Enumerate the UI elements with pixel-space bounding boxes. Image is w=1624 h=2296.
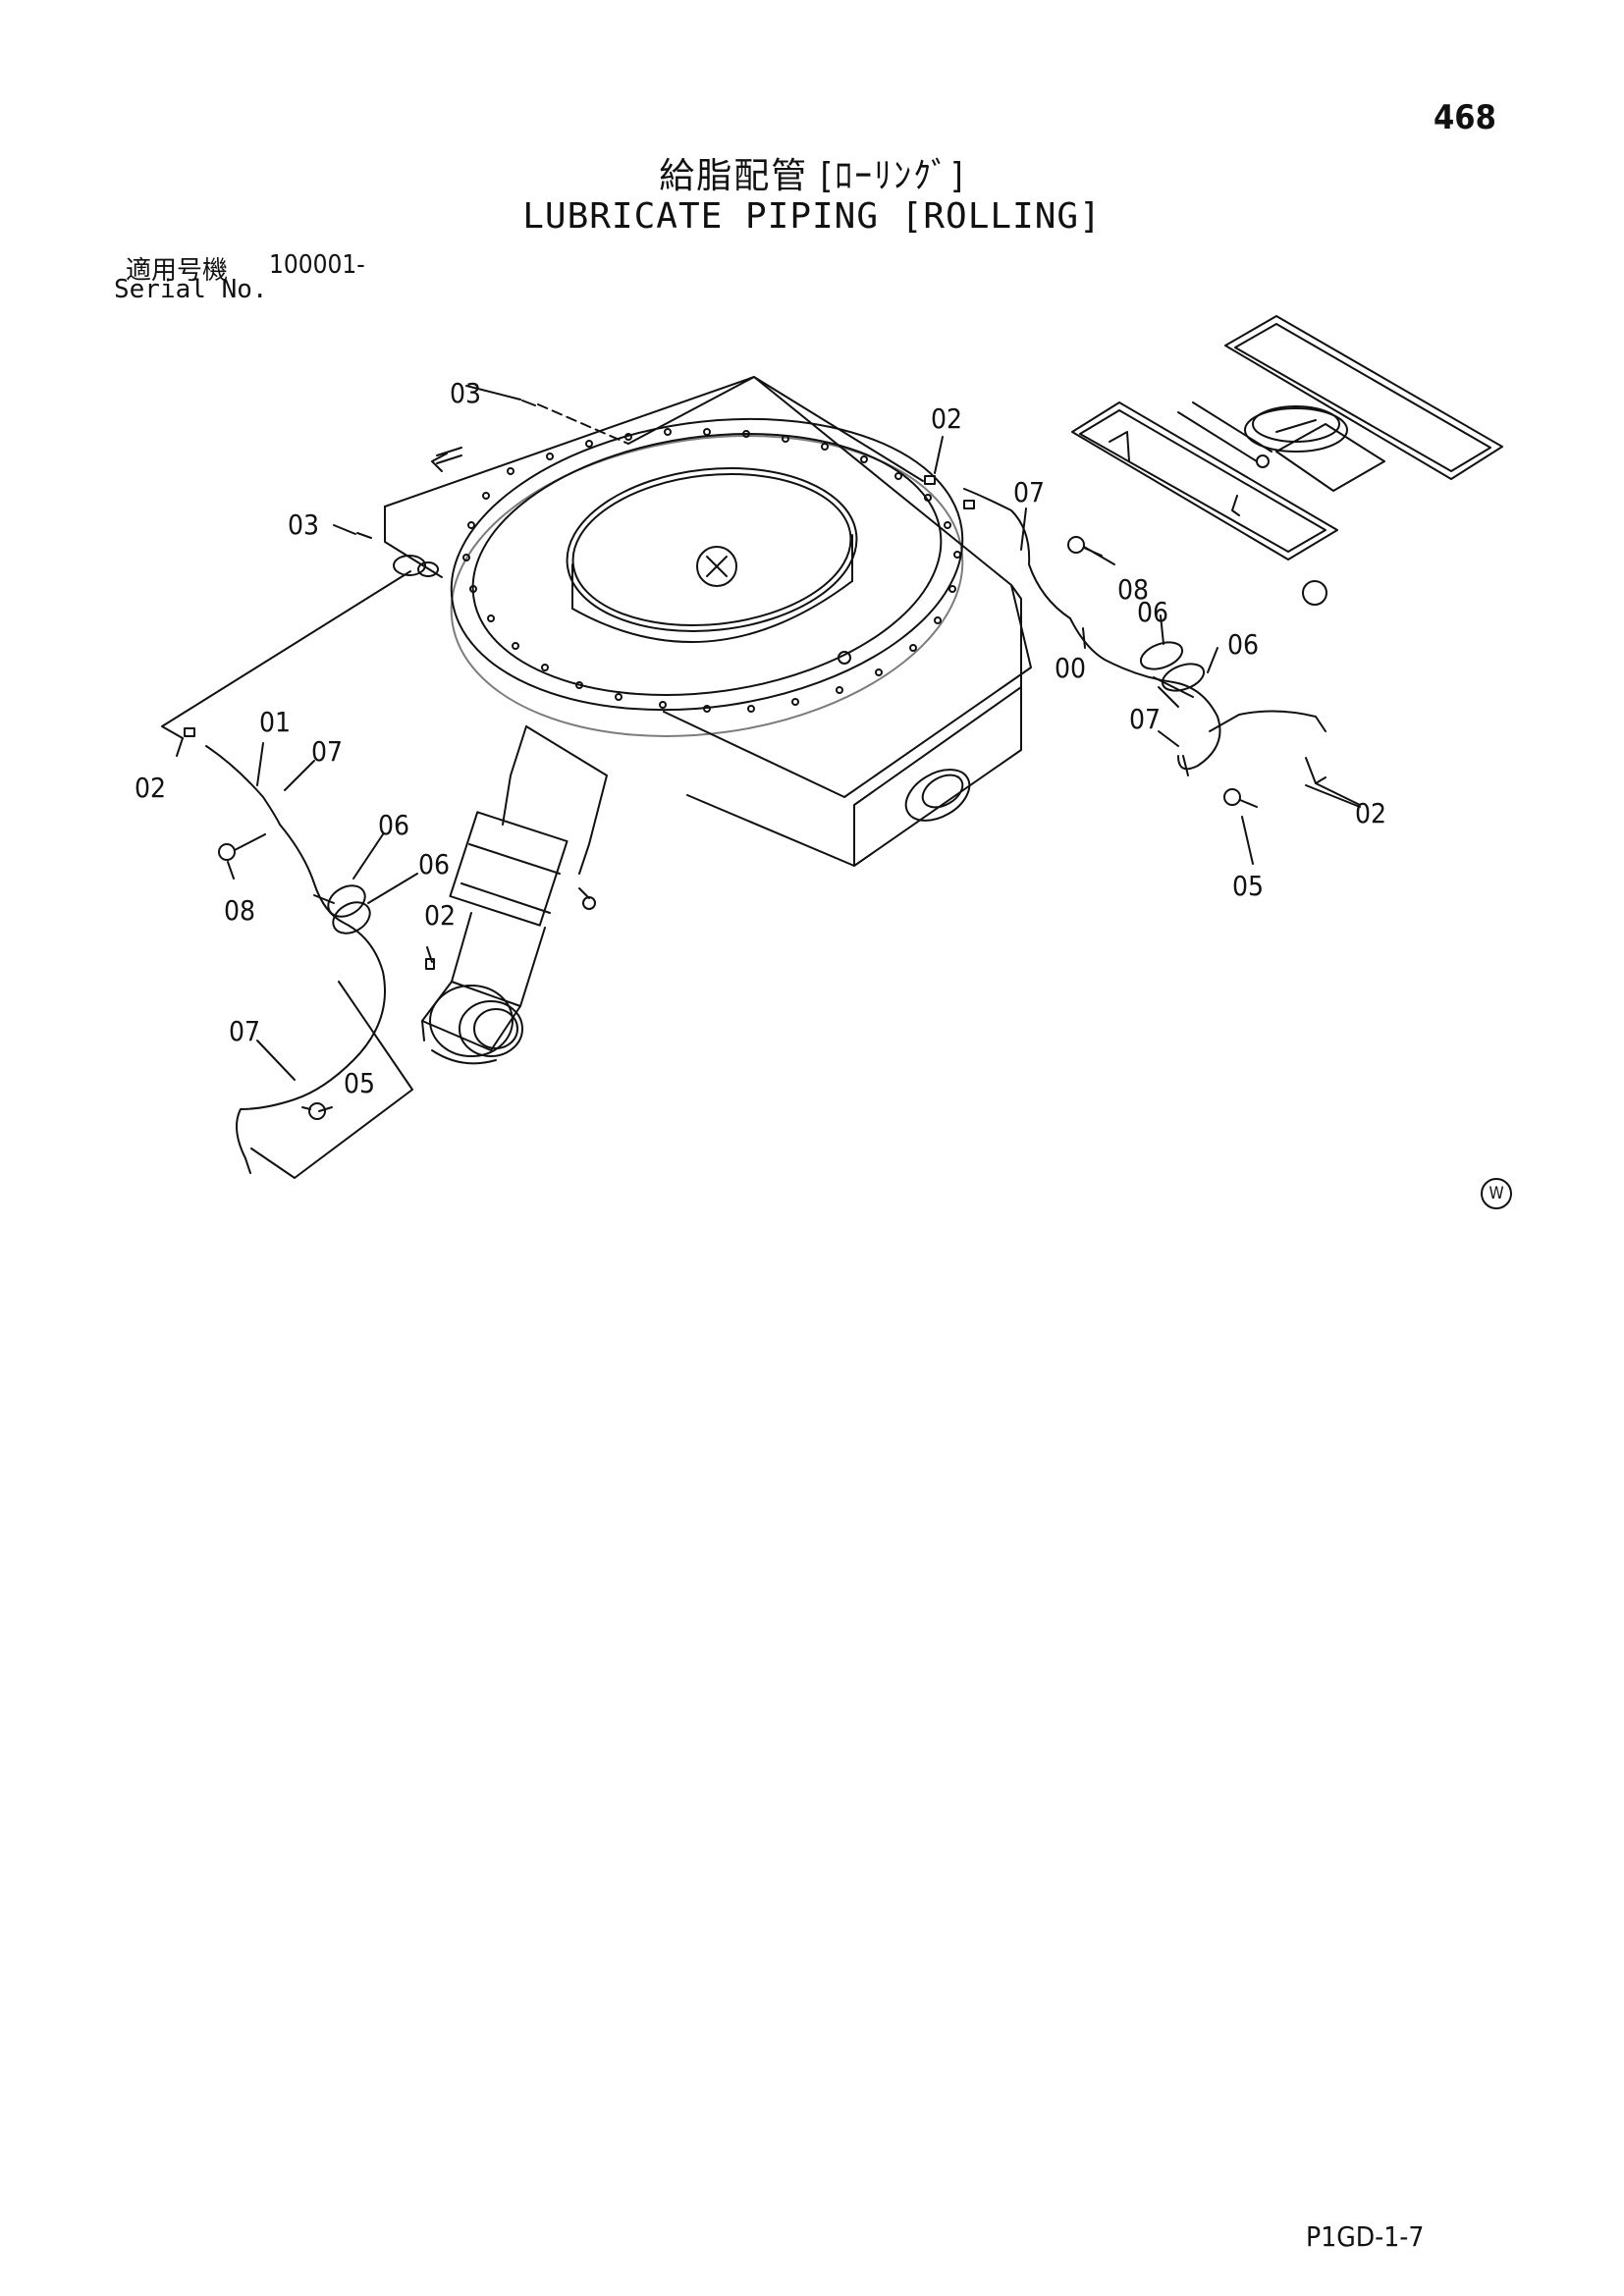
callout-label: 02 — [424, 899, 456, 932]
callout-label: 06 — [418, 848, 450, 881]
piping-and-leaders — [161, 376, 1361, 1179]
undercarriage-thumbnail — [1071, 315, 1503, 606]
callout-label: 02 — [1355, 797, 1386, 829]
callout-label: 06 — [1227, 628, 1259, 661]
callout-label: 06 — [1137, 596, 1168, 628]
callout-label: 05 — [1232, 870, 1264, 902]
ring-bolt-holes — [462, 428, 961, 713]
callout-labels: 03 03 02 07 08 06 06 00 07 02 05 02 01 0… — [135, 377, 1386, 1099]
callout-label: 08 — [1117, 573, 1149, 606]
title-english: LUBRICATE PIPING [ROLLING] — [522, 196, 1102, 237]
callout-leaders — [176, 385, 1361, 1112]
callout-label: 02 — [135, 772, 166, 804]
callout-label: 07 — [1129, 703, 1161, 735]
callout-label: 07 — [1013, 476, 1045, 508]
callout-label: 00 — [1055, 652, 1086, 684]
serial-label-english: Serial No. — [114, 275, 268, 304]
callout-label: 08 — [224, 894, 255, 927]
turntable-frame — [384, 376, 1032, 867]
cylinder-assembly — [421, 725, 608, 1065]
callout-label: 07 — [311, 735, 343, 768]
callout-label: 02 — [931, 402, 962, 435]
callout-label: 05 — [344, 1067, 375, 1099]
document-code: P1GD-1-7 — [1306, 2220, 1425, 2253]
title-japanese: 給脂配管 [ﾛｰﾘﾝｸﾞ] — [659, 156, 965, 196]
callout-label: 07 — [229, 1015, 260, 1047]
watermark-w-icon: W — [1481, 1178, 1512, 1209]
page-number: 468 — [1434, 98, 1496, 137]
callout-label: 03 — [450, 377, 481, 409]
callout-label: 01 — [259, 706, 291, 738]
serial-value: 100001- — [269, 250, 365, 280]
serial-label-japanese: 適用号機 — [126, 256, 229, 286]
callout-label: 06 — [378, 809, 409, 841]
callout-label: 03 — [288, 508, 319, 541]
